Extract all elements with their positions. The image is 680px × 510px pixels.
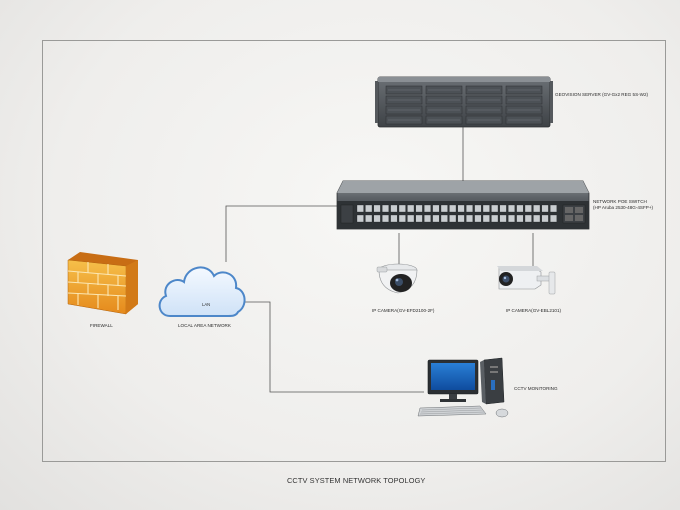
- monitoring-label: CCTV MONITORING: [514, 386, 558, 391]
- switch-port: [516, 214, 524, 223]
- frame-border: [42, 40, 666, 462]
- switch-port: [407, 204, 415, 213]
- switch-port: [457, 204, 465, 213]
- switch-port: [474, 204, 482, 213]
- switch-port: [424, 214, 431, 223]
- switch-port: [398, 204, 406, 213]
- switch-port: [508, 204, 515, 213]
- connection-lines: [225, 127, 534, 393]
- switch-port: [382, 204, 389, 213]
- switch-port: [440, 214, 448, 223]
- bullet-camera-label: IP CAMERA(GV-EBL2101): [506, 308, 562, 313]
- switch-label-line2: (HP Aruba 2530-48G-4SFP+): [593, 205, 654, 210]
- switch-port: [415, 214, 423, 223]
- switch-port: [550, 204, 557, 213]
- switch-port: [482, 214, 490, 223]
- switch-port: [398, 214, 406, 223]
- server-node: [375, 76, 553, 128]
- switch-port: [390, 204, 398, 213]
- switch-port: [524, 204, 532, 213]
- switch-port: [533, 204, 541, 213]
- server-label: GEOVISION SERVER (GV-Gx2 REG 5S-W2): [555, 92, 649, 97]
- switch-port: [407, 214, 415, 223]
- switch-port: [482, 204, 490, 213]
- diagram-title: CCTV SYSTEM NETWORK TOPOLOGY: [287, 476, 426, 485]
- line-switch-lan: [225, 205, 337, 262]
- switch-port: [491, 214, 499, 223]
- switch-port: [457, 214, 465, 223]
- switch-port: [365, 204, 373, 213]
- switch-port: [533, 214, 541, 223]
- switch-port: [424, 204, 431, 213]
- lan-label: LOCAL AREA NETWORK: [178, 323, 231, 328]
- lan-cloud-node: [158, 266, 246, 317]
- switch-port: [449, 214, 457, 223]
- switch-port: [356, 204, 364, 213]
- switch-port: [432, 204, 440, 213]
- switch-port: [550, 214, 557, 223]
- switch-port: [499, 204, 507, 213]
- switch-port: [365, 214, 373, 223]
- switch-port: [356, 214, 364, 223]
- switch-port: [541, 214, 549, 223]
- switch-label-line1: NETWORK POE SWITCH: [593, 199, 647, 204]
- switch-port: [491, 204, 499, 213]
- line-lan-monitoring: [242, 301, 424, 393]
- firewall-node: [67, 252, 138, 315]
- switch-port: [524, 214, 532, 223]
- firewall-label: FIREWALL: [90, 323, 113, 328]
- switch-port: [466, 214, 473, 223]
- switch-port: [382, 214, 389, 223]
- dome-camera-node: [376, 263, 418, 294]
- switch-port: [415, 204, 423, 213]
- topology-diagram: [42, 40, 666, 462]
- switch-port: [499, 214, 507, 223]
- diagram-frame: GEOVISION SERVER (GV-Gx2 REG 5S-W2) NETW…: [42, 40, 666, 485]
- switch-port: [449, 204, 457, 213]
- switch-port: [373, 214, 381, 223]
- monitoring-pc-node: [417, 357, 509, 418]
- switch-port: [508, 214, 515, 223]
- switch-port: [390, 214, 398, 223]
- switch-port: [432, 214, 440, 223]
- switch-port: [516, 204, 524, 213]
- switch-port: [440, 204, 448, 213]
- switch-port: [466, 204, 473, 213]
- switch-ports: [356, 204, 557, 223]
- poe-switch-node: [336, 180, 590, 230]
- lan-cloud-text: LAN: [202, 302, 211, 307]
- switch-port: [474, 214, 482, 223]
- bullet-camera-node: [497, 266, 556, 295]
- switch-port: [373, 204, 381, 213]
- switch-port: [541, 204, 549, 213]
- dome-camera-label: IP CAMERA(GV-EFD2100-2F): [372, 308, 435, 313]
